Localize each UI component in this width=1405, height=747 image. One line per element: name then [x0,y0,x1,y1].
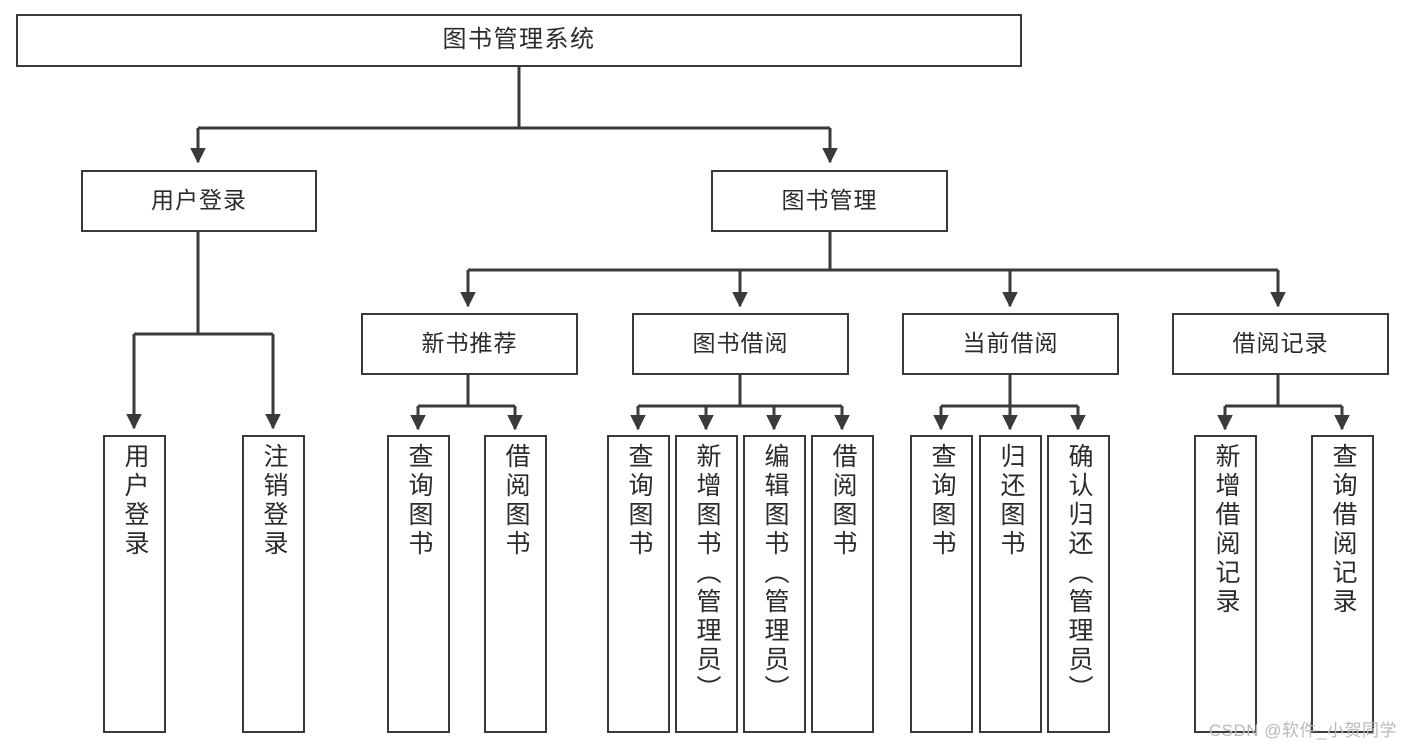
node-current-borrow-label: 当前借阅 [962,330,1059,357]
node-book-borrow[interactable]: 图书借阅 [632,313,849,375]
node-leaf-user-login[interactable]: 用户登录 [103,435,166,733]
node-leaf-query-record-label: 查询借阅记录 [1329,443,1357,617]
node-leaf-return-book-label: 归还图书 [997,443,1025,559]
node-leaf-add-book-label: 新增图书（管理员） [693,443,721,704]
node-leaf-borrow-book-1[interactable]: 借阅图书 [484,435,547,733]
node-leaf-query-book-1[interactable]: 查询图书 [387,435,450,733]
node-leaf-confirm-return[interactable]: 确认归还（管理员） [1047,435,1110,733]
node-leaf-query-book-2[interactable]: 查询图书 [607,435,670,733]
node-book-borrow-label: 图书借阅 [692,330,789,357]
node-leaf-return-book[interactable]: 归还图书 [979,435,1042,733]
node-leaf-query-book-1-label: 查询图书 [405,443,433,559]
node-borrow-record[interactable]: 借阅记录 [1172,313,1389,375]
node-leaf-edit-book[interactable]: 编辑图书（管理员） [743,435,806,733]
node-leaf-query-book-3-label: 查询图书 [928,443,956,559]
node-borrow-record-label: 借阅记录 [1232,330,1329,357]
node-current-borrow[interactable]: 当前借阅 [902,313,1119,375]
node-leaf-add-record[interactable]: 新增借阅记录 [1194,435,1257,733]
node-book-manage[interactable]: 图书管理 [711,170,948,232]
node-root[interactable]: 图书管理系统 [16,14,1022,67]
csdn-watermark: CSDN @软件_小贺同学 [1208,721,1397,740]
node-root-label: 图书管理系统 [442,26,596,54]
node-new-book-rec[interactable]: 新书推荐 [361,313,578,375]
node-leaf-add-book[interactable]: 新增图书（管理员） [675,435,738,733]
node-leaf-borrow-book-1-label: 借阅图书 [502,443,530,559]
node-leaf-confirm-return-label: 确认归还（管理员） [1065,443,1093,704]
node-leaf-edit-book-label: 编辑图书（管理员） [761,443,789,704]
node-user-login-label: 用户登录 [151,187,247,214]
node-leaf-borrow-book-2-label: 借阅图书 [829,443,857,559]
node-leaf-query-record[interactable]: 查询借阅记录 [1311,435,1374,733]
node-leaf-user-login-label: 用户登录 [121,443,149,559]
node-leaf-add-record-label: 新增借阅记录 [1212,443,1240,617]
node-leaf-query-book-3[interactable]: 查询图书 [910,435,973,733]
node-book-manage-label: 图书管理 [781,187,878,214]
node-leaf-query-book-2-label: 查询图书 [625,443,653,559]
node-user-login[interactable]: 用户登录 [81,170,317,232]
node-new-book-rec-label: 新书推荐 [421,330,518,357]
node-leaf-borrow-book-2[interactable]: 借阅图书 [811,435,874,733]
node-leaf-user-logout-label: 注销登录 [260,443,288,559]
node-leaf-user-logout[interactable]: 注销登录 [242,435,305,733]
